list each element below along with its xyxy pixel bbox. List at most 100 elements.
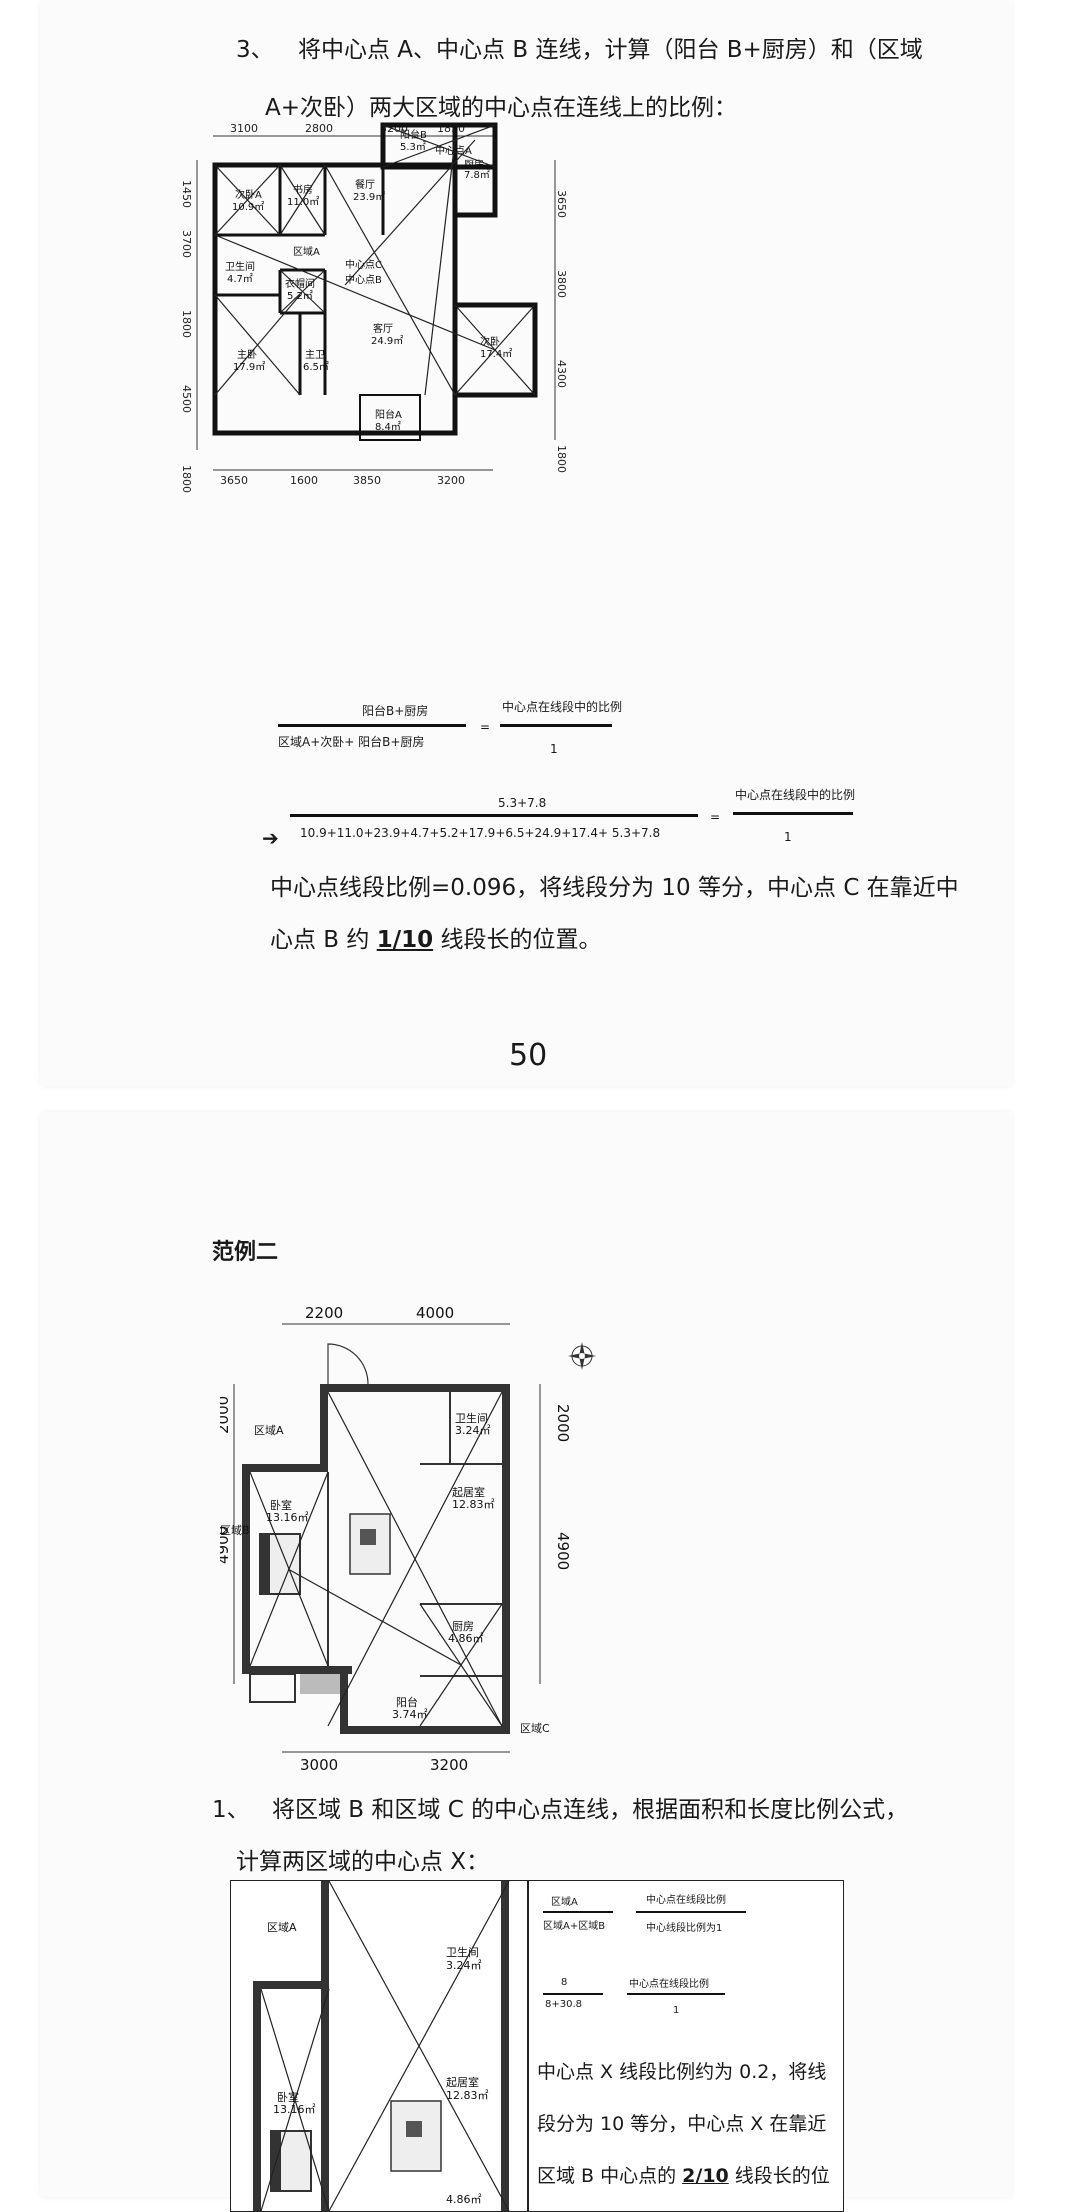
floor-plan-1: 3100 2800 3200 1850 3650 1600 3850 3200 … <box>180 122 568 493</box>
result-line-2: 心点 B 约 1/10 线段长的位置。 <box>270 920 601 954</box>
dim-bottom-2: 1600 <box>290 474 318 487</box>
room-label: 次卧 <box>480 335 500 348</box>
room-area: 3.24㎡ <box>446 1959 482 1972</box>
f1-right-numerator: 中心点在线段比例 <box>646 1895 726 1906</box>
fraction-bar <box>500 724 612 727</box>
result-text: 线段长的位置。 <box>433 927 602 953</box>
dim-bottom-3: 3850 <box>353 474 381 487</box>
document-page-2: 范例二 2200 4000 3000 3200 2000 4900 2000 4… <box>40 1112 1012 2212</box>
zone-label: 区域B <box>220 1524 250 1537</box>
equals-sign: = <box>710 810 721 824</box>
room-area: 6.5㎡ <box>303 361 329 373</box>
room-area: 4.7㎡ <box>227 273 253 285</box>
fraction-bar <box>290 814 698 817</box>
room-area: 7.8㎡ <box>464 169 490 181</box>
room-label: 厨房 <box>464 158 484 171</box>
dim-bottom-1: 3000 <box>300 1756 338 1774</box>
formula1-denominator: 区域A+次卧+ 阳台B+厨房 <box>278 735 425 749</box>
result-text: 心点 B 约 <box>270 927 377 953</box>
room-label: 起居室 <box>452 1485 485 1499</box>
step-text-line-2: A+次卧）两大区域的中心点在连线上的比例： <box>265 95 738 121</box>
dim-left-4: 4500 <box>180 385 193 413</box>
step-text-line-2: 计算两区域的中心点 X： <box>236 1849 490 1875</box>
room-area: 13.16㎡ <box>273 2103 316 2116</box>
formula2-denominator: 10.9+11.0+23.9+4.7+5.2+17.9+6.5+24.9+17.… <box>300 826 661 840</box>
arrow-icon: ➔ <box>262 826 279 850</box>
room-label: 起居室 <box>446 2075 479 2089</box>
zone-label: 区域A <box>267 1921 297 1934</box>
room-label: 主卧 <box>237 348 257 361</box>
f1-numerator: 区域A <box>551 1897 578 1908</box>
fraction-bar <box>627 1993 725 1995</box>
fraction-bar <box>543 1911 613 1913</box>
document-page-1: 3、 将中心点 A、中心点 B 连线，计算（阳台 B+厨房）和（区域 A+次卧）… <box>40 0 1012 1086</box>
page-number: 50 <box>509 1038 548 1073</box>
room-area: 8.4㎡ <box>375 421 401 433</box>
example-title: 范例二 <box>212 1240 279 1265</box>
zone-label: 区域C <box>520 1722 550 1735</box>
formula2-right-numerator: 中心点在线段中的比例 <box>735 788 856 802</box>
room-label: 餐厅 <box>355 178 375 191</box>
room-area: 12.83㎡ <box>452 1498 495 1511</box>
step-number: 1、 <box>212 1797 250 1823</box>
dim-top-2: 4000 <box>416 1304 454 1322</box>
center-point-label: 中心点A <box>435 144 472 157</box>
f2-numerator: 8 <box>561 1977 568 1988</box>
room-area: 3.24㎡ <box>455 1424 491 1437</box>
center-point-label: 中心点C <box>345 258 382 271</box>
result-line-1: 中心点线段比例=0.096，将线段分为 10 等分，中心点 C 在靠近中 <box>270 875 959 901</box>
room-label: 卫生间 <box>225 260 255 273</box>
compass-icon <box>568 1342 596 1370</box>
box-text-line-3: 区域 B 中心点的 2/10 线段长的位 <box>537 2161 830 2188</box>
dim-left-1: 2000 <box>220 1396 232 1434</box>
room-label: 卧室 <box>270 1498 292 1512</box>
f1-right-denominator: 中心线段比例为1 <box>646 1923 723 1934</box>
room-area: 4.86㎡ <box>448 1632 484 1645</box>
room-label: 衣帽间 <box>285 277 315 290</box>
dim-right-4: 1800 <box>555 445 568 473</box>
f2-right-denominator: 1 <box>673 2005 680 2016</box>
floor-plan-2: 2200 4000 3000 3200 2000 4900 2000 4900 <box>220 1304 596 1774</box>
room-area: 23.9㎡ <box>353 191 385 203</box>
room-area: 3.74㎡ <box>392 1708 428 1721</box>
room-area: 12.83㎡ <box>446 2089 489 2102</box>
box-text-line-1: 中心点 X 线段比例约为 0.2，将线 <box>537 2061 827 2083</box>
result-fraction: 1/10 <box>376 927 434 953</box>
divider <box>527 1881 529 2211</box>
room-area: 5.3㎡ <box>400 141 426 153</box>
dim-left-2: 3700 <box>180 230 193 258</box>
formula2-right-denominator: 1 <box>784 830 792 844</box>
room-label: 卫生间 <box>446 1945 479 1959</box>
room-label: 主卫 <box>305 349 325 361</box>
room-area: 17.9㎡ <box>233 361 265 373</box>
box-text: 线段长的位 <box>728 2165 830 2187</box>
dim-bottom-4: 3200 <box>437 474 465 487</box>
floor-plan-crop: 区域A 卫生间 3.24㎡ 卧室 13.16㎡ 起居室 12.83㎡ 4.86㎡ <box>253 1881 510 2211</box>
formula2-numerator: 5.3+7.8 <box>498 796 547 810</box>
room-label: 次卧A <box>235 188 262 201</box>
f1-denominator: 区域A+区域B <box>543 1921 606 1932</box>
step-number: 3、 <box>236 37 274 63</box>
room-area: 5.2㎡ <box>287 290 313 302</box>
room-area: 17.4㎡ <box>480 348 512 360</box>
room-label: 阳台 <box>396 1695 418 1709</box>
zone-label: 区域A <box>254 1424 284 1437</box>
room-label: 客厅 <box>373 322 393 335</box>
fraction-bar <box>278 724 466 727</box>
center-point-label: 中心点B <box>345 273 382 286</box>
room-label: 厨房 <box>452 1620 474 1633</box>
box-text-line-2: 段分为 10 等分，中心点 X 在靠近 <box>537 2113 827 2135</box>
calculation-box: 区域A 卫生间 3.24㎡ 卧室 13.16㎡ 起居室 12.83㎡ 4.86㎡… <box>230 1880 844 2212</box>
fraction-bar <box>636 1911 746 1913</box>
step-text-line-1: 将区域 B 和区域 C 的中心点连线，根据面积和长度比例公式， <box>272 1797 909 1823</box>
formula1-right-numerator: 中心点在线段中的比例 <box>502 700 623 714</box>
room-area: 11.0㎡ <box>287 196 319 208</box>
room-label: 阳台B <box>400 128 427 141</box>
dim-right-3: 4300 <box>555 360 568 388</box>
formula1-right-denominator: 1 <box>550 742 558 756</box>
dim-left-1: 1450 <box>180 180 193 208</box>
fraction-bar <box>543 1993 603 1995</box>
dim-left-3: 1800 <box>180 310 193 338</box>
dim-bottom-1: 3650 <box>220 474 248 487</box>
dim-bottom-2: 3200 <box>430 1756 468 1774</box>
